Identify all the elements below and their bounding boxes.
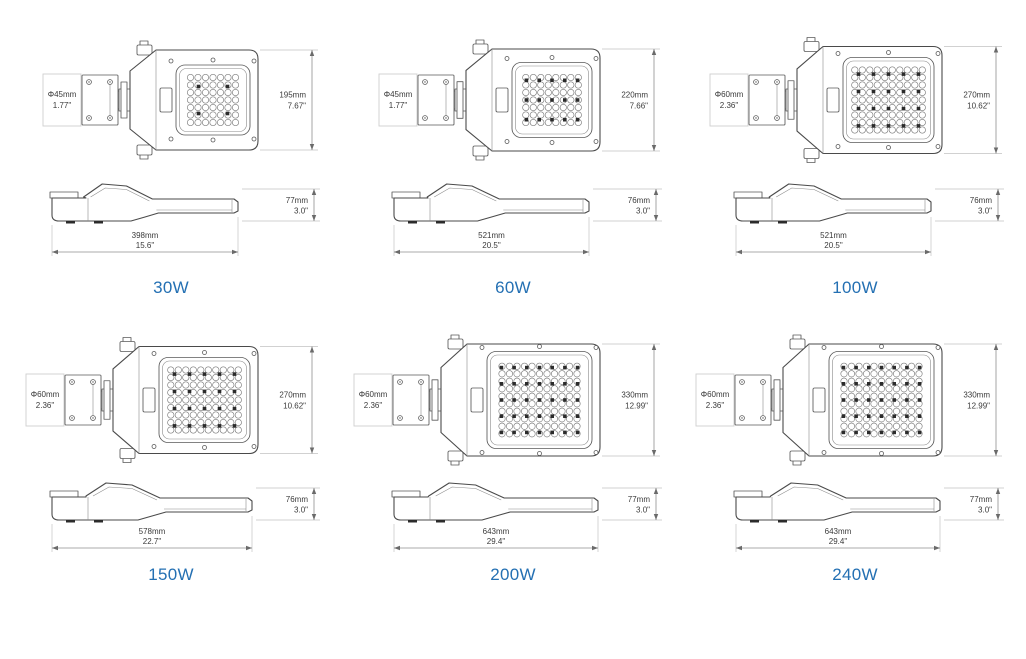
power-label: 30W — [153, 278, 189, 297]
led-lens-grid — [186, 73, 240, 127]
led-lens-grid — [167, 366, 242, 434]
led-lens-grid — [840, 362, 923, 438]
led-lens-grid — [522, 73, 582, 127]
power-label: 150W — [148, 565, 194, 584]
power-label: 60W — [495, 278, 531, 297]
power-label: 240W — [832, 565, 878, 584]
power-label: 200W — [490, 565, 536, 584]
led-lens-grid — [498, 362, 581, 438]
led-lens-grid — [851, 66, 926, 134]
power-label: 100W — [832, 278, 878, 297]
